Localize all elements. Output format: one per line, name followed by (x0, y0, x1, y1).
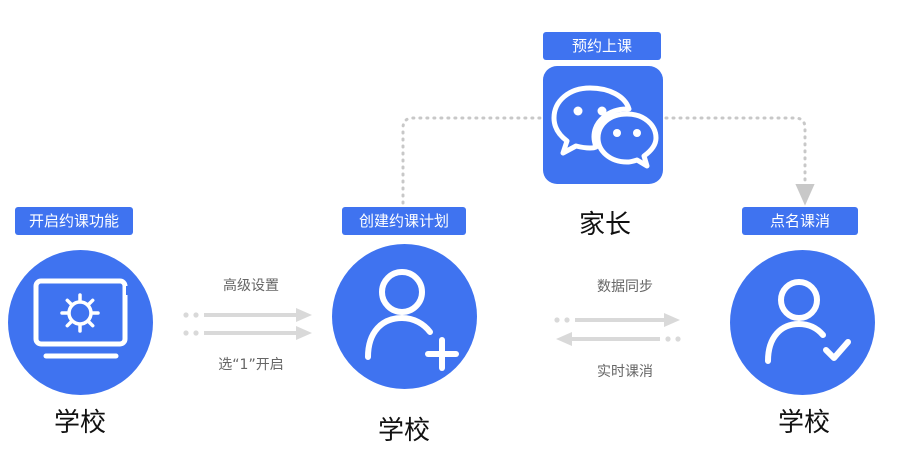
arrow-right-pair (554, 313, 681, 346)
label-parent: 家长 (578, 210, 631, 240)
tag-book-class: 预约上课 (543, 32, 661, 60)
school-left-circle (8, 250, 153, 395)
arrow-label-select-enable: 选“1”开启 (218, 357, 284, 373)
school-middle-circle (332, 244, 477, 389)
monitor-gear-icon (33, 278, 131, 359)
parent-wechat-box (543, 66, 663, 184)
school-right-circle (730, 250, 875, 395)
user-check-icon (765, 279, 851, 364)
arrow-left-pair (183, 308, 312, 340)
label-school-middle: 学校 (377, 416, 430, 446)
label-school-left: 学校 (53, 408, 106, 438)
wechat-icon (551, 85, 659, 169)
arrow-label-data-sync: 数据同步 (597, 279, 653, 295)
arrow-label-advanced-settings: 高级设置 (223, 278, 279, 294)
label-school-right: 学校 (777, 408, 830, 438)
user-add-icon (365, 269, 459, 371)
dotted-connector-right (664, 116, 815, 206)
tag-rollcall: 点名课消 (742, 207, 858, 235)
arrow-label-realtime-consume: 实时课消 (597, 364, 653, 380)
dotted-connector-left (401, 116, 542, 205)
tag-create-plan: 创建约课计划 (342, 207, 466, 235)
tag-enable-booking: 开启约课功能 (15, 207, 133, 235)
